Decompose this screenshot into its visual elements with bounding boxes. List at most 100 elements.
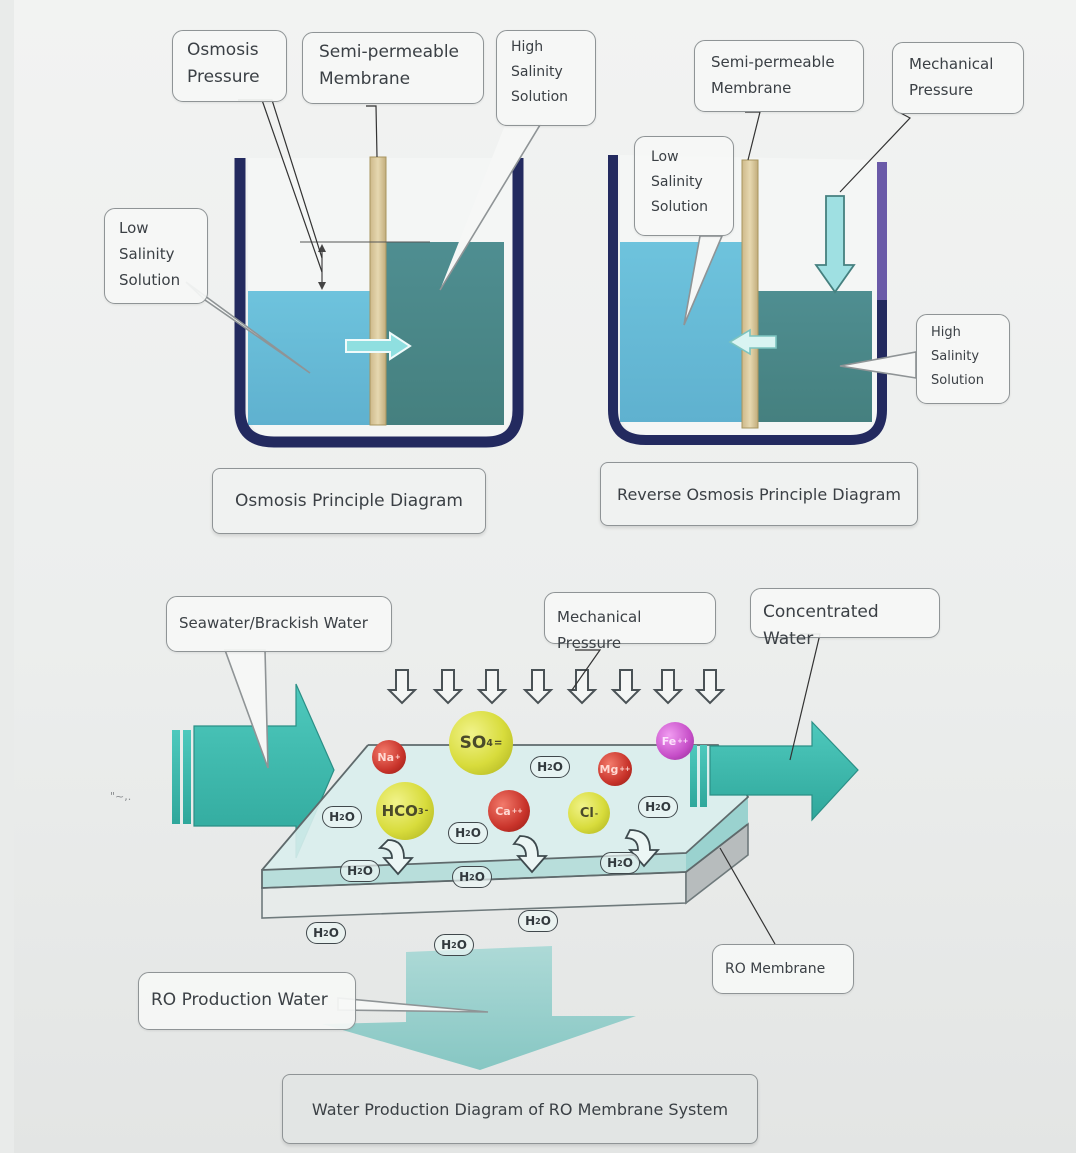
osmosis-caption: Osmosis Principle Diagram bbox=[212, 468, 486, 534]
semi-permeable-membrane bbox=[369, 156, 387, 426]
ro-high-salinity-liquid bbox=[758, 291, 872, 422]
ro-semi-permeable-label: Semi-permeable Membrane bbox=[694, 40, 864, 112]
sodium-symbol: Na bbox=[377, 750, 395, 764]
iron-ion: Fe++ bbox=[656, 722, 694, 760]
water-o: O bbox=[328, 926, 339, 940]
water-h: H bbox=[459, 870, 470, 884]
water-h: H bbox=[525, 914, 536, 928]
seawater-label: Seawater/Brackish Water bbox=[166, 596, 392, 652]
ro-high-salinity-line-3: Solution bbox=[931, 373, 984, 388]
chloride-ion: Cl- bbox=[568, 792, 610, 834]
pressure-arrow bbox=[814, 195, 856, 294]
production-water-arrow bbox=[322, 946, 636, 1070]
ro-production-water-label: RO Production Water bbox=[138, 972, 356, 1030]
calcium-charge: ++ bbox=[511, 807, 523, 815]
sodium-charge: + bbox=[395, 753, 401, 761]
sulfate-charge: = bbox=[493, 737, 503, 749]
ro-semi-permeable-line-2: Membrane bbox=[711, 79, 792, 97]
osmosis-flow-arrow bbox=[345, 331, 412, 361]
pressure-arrows bbox=[386, 669, 726, 705]
water-o: O bbox=[344, 810, 355, 824]
low-salinity-liquid bbox=[248, 291, 370, 425]
high-salinity-line-2: Salinity bbox=[511, 64, 563, 80]
low-salinity-line-2: Salinity bbox=[119, 245, 175, 263]
water-2: 2 bbox=[547, 762, 553, 772]
osmosis-pressure-label: Osmosis Pressure bbox=[172, 30, 287, 102]
magnesium-symbol: Mg bbox=[599, 762, 619, 776]
water-2: 2 bbox=[655, 802, 661, 812]
water-2: 2 bbox=[451, 940, 457, 950]
low-salinity-label: Low Salinity Solution bbox=[104, 208, 208, 304]
high-salinity-line-1: High bbox=[511, 39, 544, 55]
ro-low-salinity-liquid bbox=[620, 242, 742, 422]
reverse-osmosis-caption: Reverse Osmosis Principle Diagram bbox=[600, 462, 918, 526]
reverse-flow-arrow bbox=[728, 328, 777, 356]
water-2: 2 bbox=[465, 828, 471, 838]
water-o: O bbox=[362, 864, 373, 878]
mechanical-pressure-line-1: Mechanical bbox=[909, 55, 994, 73]
ro-high-salinity-line-1: High bbox=[931, 325, 961, 340]
water-h: H bbox=[329, 810, 340, 824]
water-2: 2 bbox=[535, 916, 541, 926]
bicarbonate-subscript: 3 bbox=[417, 806, 424, 816]
water-o: O bbox=[552, 760, 563, 774]
high-salinity-line-3: Solution bbox=[511, 89, 569, 105]
iron-charge: ++ bbox=[677, 737, 689, 745]
osmosis-beaker bbox=[185, 99, 542, 448]
osmosis-pressure-line-1: Osmosis bbox=[187, 40, 259, 60]
ro-high-salinity-line-2: Salinity bbox=[931, 349, 980, 364]
iron-symbol: Fe bbox=[661, 734, 677, 748]
bicarbonate-charge: - bbox=[424, 806, 429, 816]
water-o: O bbox=[470, 826, 481, 840]
sodium-ion: Na+ bbox=[372, 740, 406, 774]
water-h: H bbox=[645, 800, 656, 814]
chloride-charge: - bbox=[594, 808, 599, 818]
high-salinity-liquid bbox=[386, 242, 504, 425]
water-h: H bbox=[607, 856, 618, 870]
semi-permeable-line-1: Semi-permeable bbox=[319, 42, 460, 62]
ro-low-salinity-line-1: Low bbox=[651, 149, 679, 165]
ro-low-salinity-line-2: Salinity bbox=[651, 174, 703, 190]
water-h: H bbox=[537, 760, 548, 774]
ro-high-salinity-label: High Salinity Solution bbox=[916, 314, 1010, 404]
water-h: H bbox=[313, 926, 324, 940]
beaker-wall bbox=[234, 158, 524, 448]
magnesium-ion: Mg++ bbox=[598, 752, 632, 786]
high-salinity-label: High Salinity Solution bbox=[496, 30, 596, 126]
sulfate-symbol: SO bbox=[459, 733, 487, 753]
semi-permeable-membrane-label: Semi-permeable Membrane bbox=[302, 32, 484, 104]
water-h: H bbox=[455, 826, 466, 840]
low-salinity-line-3: Solution bbox=[119, 271, 181, 289]
bicarbonate-symbol: HCO bbox=[381, 802, 418, 820]
osmosis-pressure-line-2: Pressure bbox=[187, 67, 260, 87]
low-salinity-line-1: Low bbox=[119, 219, 149, 237]
outlet-arrow bbox=[690, 720, 859, 822]
ro-low-salinity-label: Low Salinity Solution bbox=[634, 136, 734, 236]
water-2: 2 bbox=[469, 872, 475, 882]
system-caption: Water Production Diagram of RO Membrane … bbox=[282, 1074, 758, 1144]
ro-semi-permeable-line-1: Semi-permeable bbox=[711, 53, 835, 71]
mechanical-pressure-line-2: Pressure bbox=[909, 81, 974, 99]
water-o: O bbox=[660, 800, 671, 814]
ro-semi-permeable-membrane bbox=[741, 159, 759, 429]
concentrated-water-label: Concentrated Water bbox=[750, 588, 940, 649]
semi-permeable-line-2: Membrane bbox=[319, 69, 411, 89]
water-o: O bbox=[540, 914, 551, 928]
water-o: O bbox=[622, 856, 633, 870]
ro-beaker-wall bbox=[608, 155, 887, 445]
sulfate-subscript: 4 bbox=[486, 737, 493, 749]
water-o: O bbox=[456, 938, 467, 952]
magnesium-charge: ++ bbox=[619, 765, 631, 773]
water-2: 2 bbox=[617, 858, 623, 868]
